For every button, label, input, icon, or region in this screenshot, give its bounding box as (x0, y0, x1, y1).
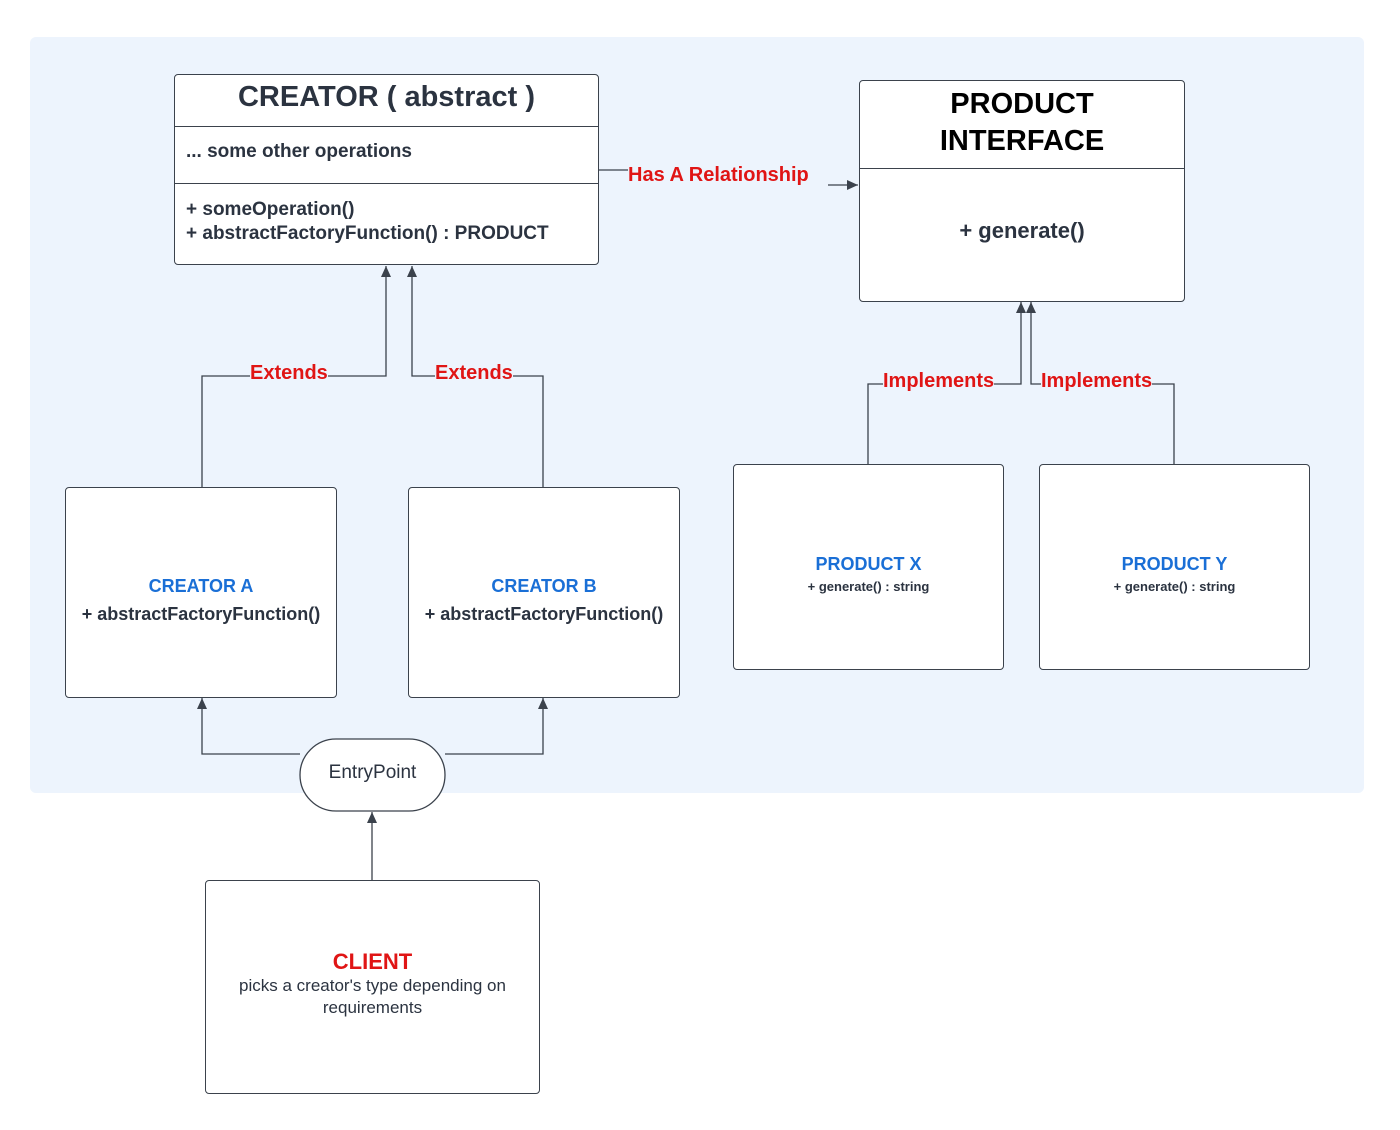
product-interface-generate-method: + generate() (959, 218, 1085, 243)
entry-point-node (299, 738, 446, 812)
client-title: CLIENT (332, 949, 413, 974)
implements-label-x: Implements (883, 369, 995, 393)
creator-method-factory-function: + abstractFactoryFunction() : PRODUCT (186, 223, 549, 244)
creator-method-some-operation: + someOperation() (186, 199, 355, 220)
creator-attributes-section: ... some other operations (175, 126, 598, 183)
implements-label-y: Implements (1041, 369, 1153, 393)
creator-b-class[interactable]: CREATOR B + abstractFactoryFunction() (408, 487, 680, 698)
creator-b-method: + abstractFactoryFunction() (424, 604, 664, 624)
creator-abstract-class[interactable]: CREATOR ( abstract ) ... some other oper… (174, 74, 599, 265)
entry-point-label[interactable]: EntryPoint (328, 762, 417, 783)
client-box[interactable]: CLIENT picks a creator's type depending … (205, 880, 540, 1094)
creator-methods-section: + someOperation() + abstractFactoryFunct… (175, 183, 598, 246)
client-description: picks a creator's type depending on requ… (239, 976, 506, 1017)
product-interface-title-line-1: PRODUCT (950, 88, 1094, 120)
entry-to-creator-b-connector (445, 698, 548, 755)
product-interface-title-line-2: INTERFACE (939, 125, 1105, 157)
has-a-connector (598, 169, 858, 185)
product-interface-method: + generate() (860, 168, 1184, 301)
has-a-relationship-label: Has A Relationship (628, 163, 809, 187)
creator-b-title: CREATOR B (491, 576, 597, 596)
entry-to-creator-a-connector (197, 698, 300, 755)
product-y-title: PRODUCT Y (1121, 554, 1228, 574)
product-interface-title: PRODUCT INTERFACE (860, 81, 1184, 168)
creator-a-method: + abstractFactoryFunction() (81, 604, 321, 624)
extends-label-b: Extends (435, 361, 513, 385)
product-y-class[interactable]: PRODUCT Y + generate() : string (1039, 464, 1310, 670)
product-x-class[interactable]: PRODUCT X + generate() : string (733, 464, 1004, 670)
creator-a-title: CREATOR A (148, 576, 254, 596)
extends-label-a: Extends (250, 361, 328, 385)
product-y-method: + generate() : string (1113, 579, 1236, 594)
product-x-title: PRODUCT X (815, 554, 922, 574)
product-x-method: + generate() : string (807, 579, 930, 594)
product-interface-class[interactable]: PRODUCT INTERFACE + generate() (859, 80, 1185, 302)
creator-a-class[interactable]: CREATOR A + abstractFactoryFunction() (65, 487, 337, 698)
creator-title: CREATOR ( abstract ) (237, 81, 536, 113)
creator-other-operations: ... some other operations (186, 141, 412, 162)
